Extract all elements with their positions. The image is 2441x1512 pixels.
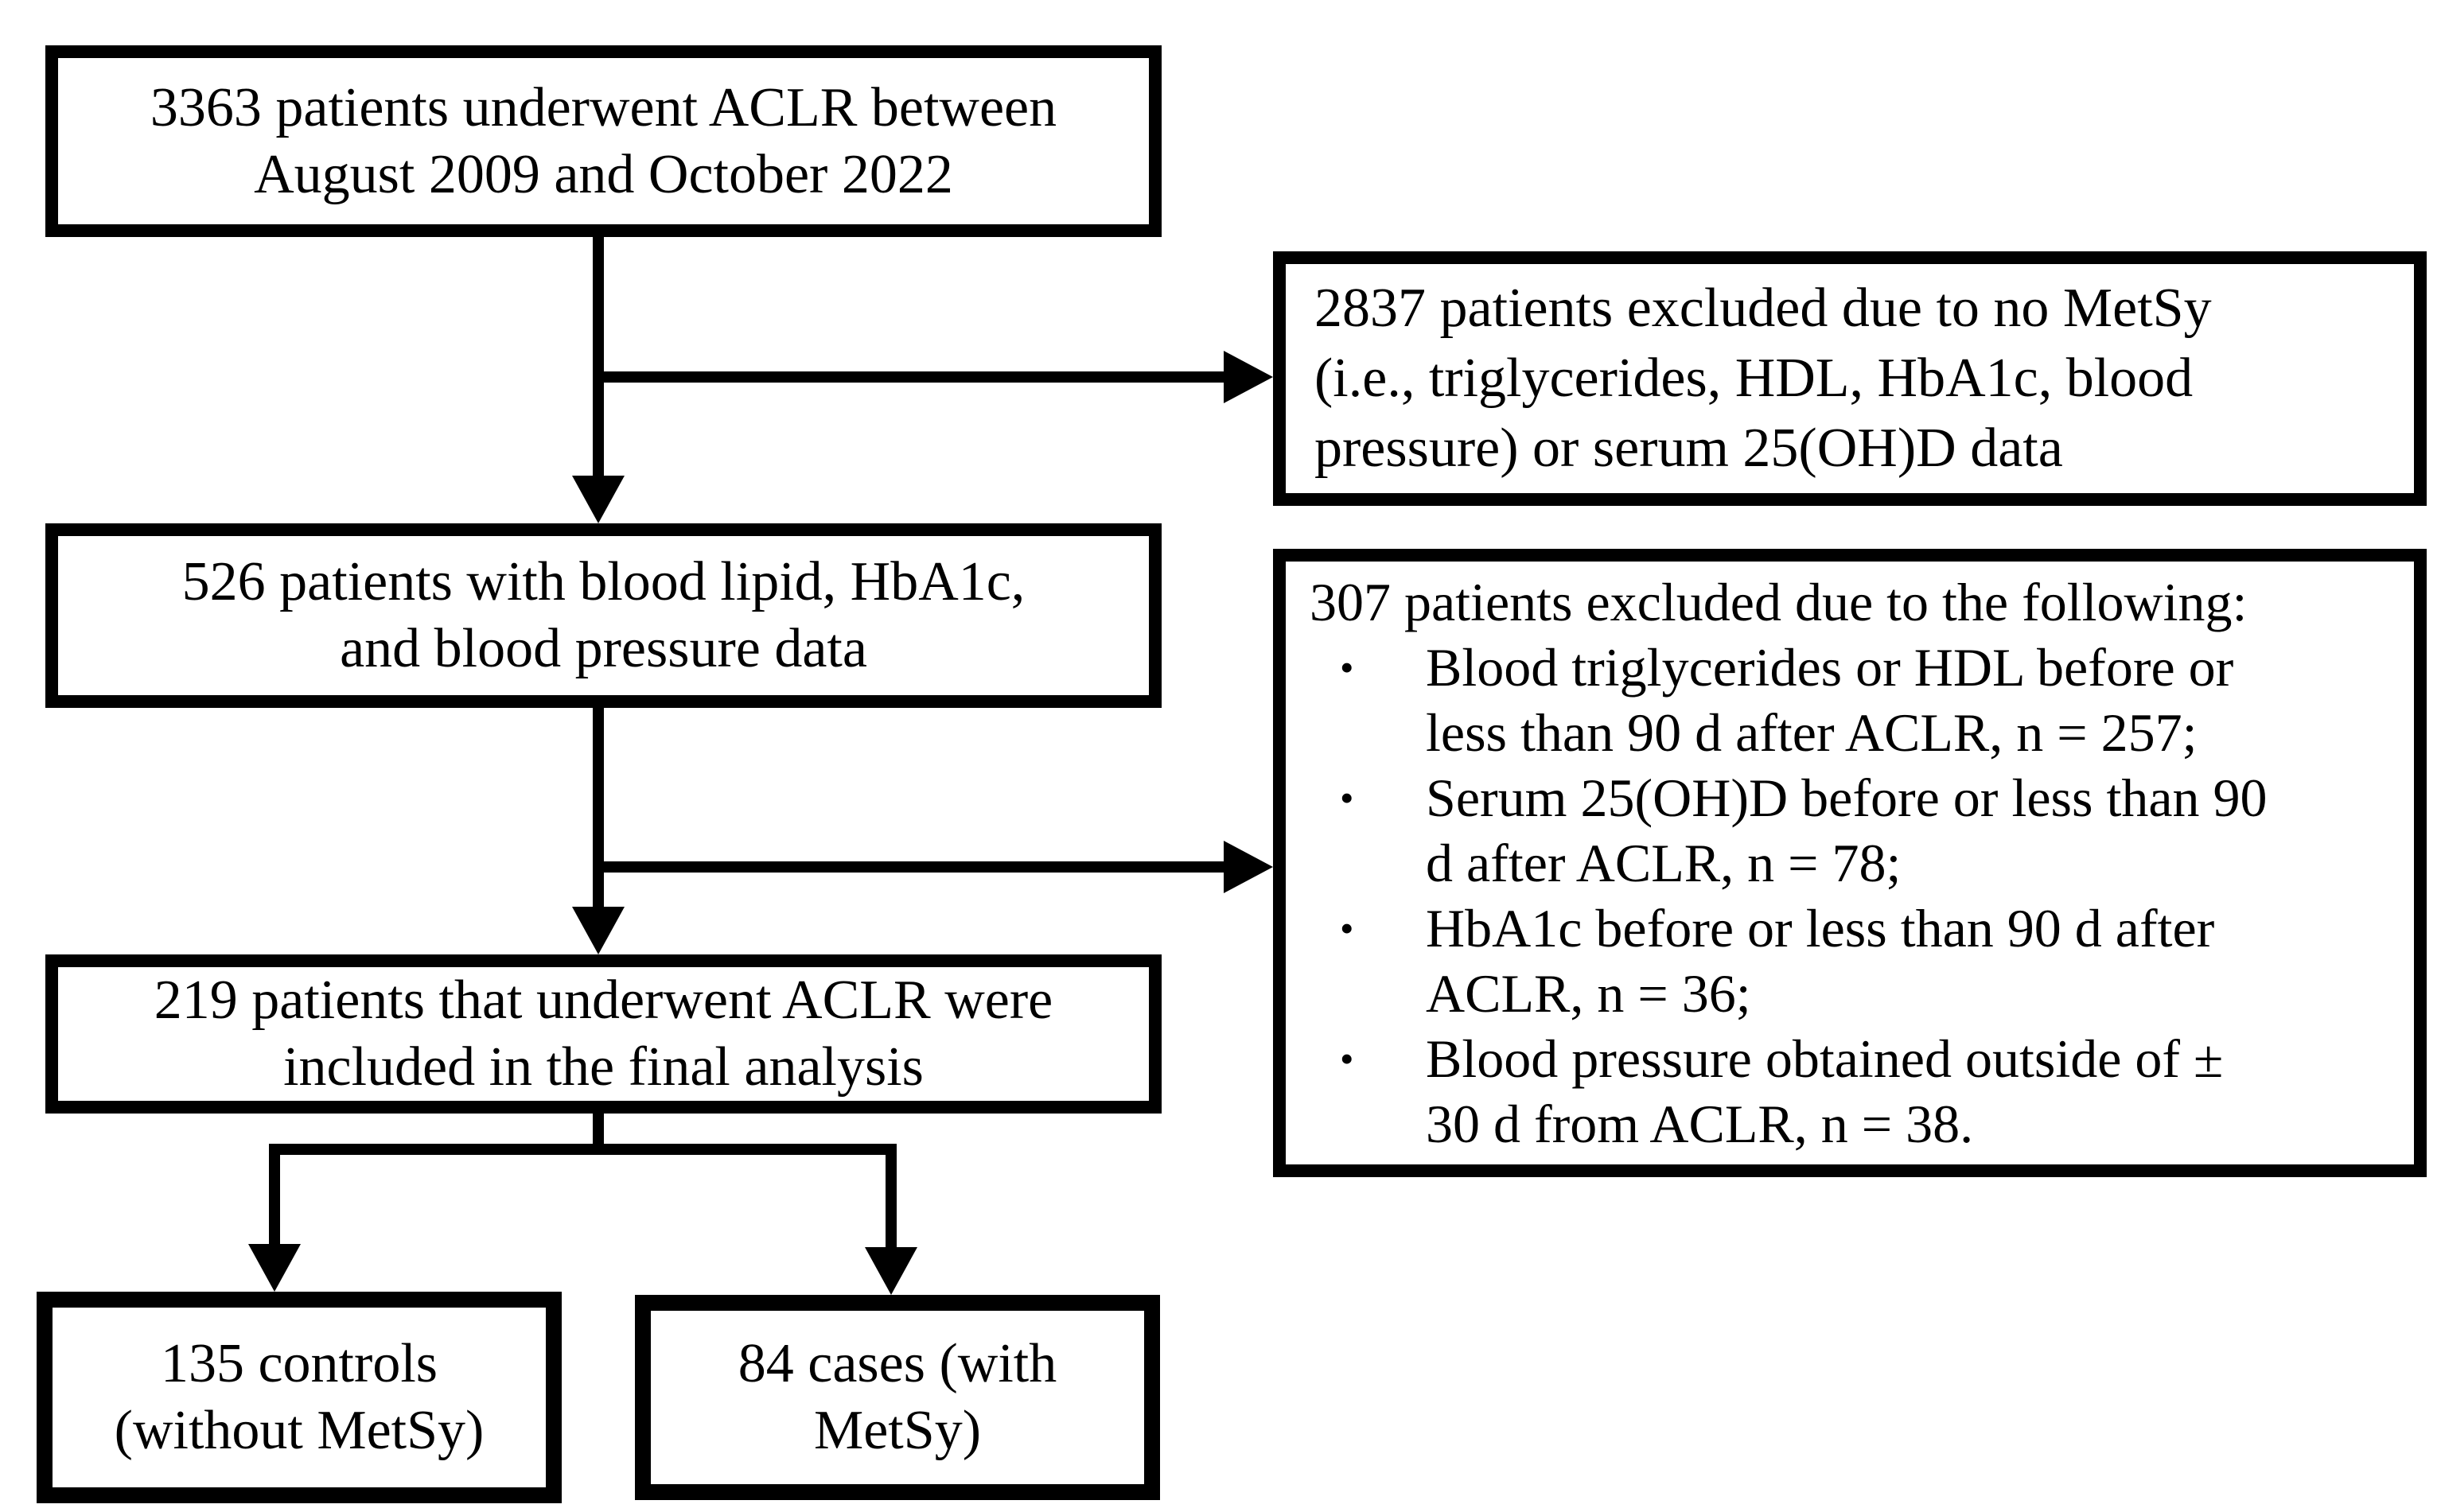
bullet-item: • HbA1c before or less than 90 d after A… bbox=[1310, 896, 2214, 1026]
bullet-text-line: d after ACLR, n = 78; bbox=[1426, 833, 1902, 893]
box-text-line: (i.e., triglycerides, HDL, HbA1c, blood bbox=[1314, 348, 2194, 409]
bullet-text-line: ACLR, n = 36; bbox=[1426, 963, 1751, 1024]
arrowhead-down-icon bbox=[572, 476, 625, 523]
bullet-marker: • bbox=[1340, 775, 1354, 820]
connector-split-bar bbox=[269, 1144, 897, 1155]
box-text-line: MetSy) bbox=[814, 1400, 981, 1461]
bullet-marker: • bbox=[1340, 1036, 1354, 1081]
bullet-item: • Blood pressure obtained outside of ± 3… bbox=[1310, 1026, 2223, 1156]
bullet-text-line: Serum 25(OH)D before or less than 90 bbox=[1426, 768, 2268, 828]
bullet-item: • Serum 25(OH)D before or less than 90 d… bbox=[1310, 765, 2268, 896]
bullet-text-line: Blood pressure obtained outside of ± bbox=[1426, 1028, 2224, 1089]
arrowhead-down-icon bbox=[865, 1247, 917, 1295]
connector-branch-exclusion1 bbox=[593, 371, 1225, 383]
connector-withdata-to-final bbox=[593, 708, 604, 908]
connector-to-controls bbox=[269, 1144, 280, 1247]
box-text-line: and blood pressure data bbox=[340, 618, 867, 679]
box-final-analysis: 219 patients that underwent ACLR were in… bbox=[45, 954, 1162, 1114]
box-text-line: included in the final analysis bbox=[283, 1036, 924, 1098]
box-excluded-criteria: 307 patients excluded due to the followi… bbox=[1273, 549, 2427, 1177]
box-excluded-no-metsy: 2837 patients excluded due to no MetSy (… bbox=[1273, 251, 2427, 506]
connector-enrolled-to-withdata bbox=[593, 235, 604, 477]
bullet-text-line: Blood triglycerides or HDL before or bbox=[1426, 637, 2234, 698]
box-patients-with-data: 526 patients with blood lipid, HbA1c, an… bbox=[45, 523, 1162, 708]
bullet-marker: • bbox=[1340, 906, 1354, 950]
box-controls: 135 controls (without MetSy) bbox=[37, 1292, 562, 1503]
connector-branch-exclusion2 bbox=[593, 861, 1225, 873]
box-text-line: 526 patients with blood lipid, HbA1c, bbox=[181, 551, 1026, 612]
box-text-line: 219 patients that underwent ACLR were bbox=[154, 970, 1053, 1031]
bullet-item: • Blood triglycerides or HDL before or l… bbox=[1310, 635, 2233, 765]
box-text-line: 2837 patients excluded due to no MetSy bbox=[1314, 278, 2212, 339]
arrowhead-right-icon bbox=[1224, 351, 1273, 403]
box-text-line: pressure) or serum 25(OH)D data bbox=[1314, 418, 2063, 479]
box-patients-enrolled: 3363 patients underwent ACLR between Aug… bbox=[45, 45, 1162, 237]
box-text-line: 3363 patients underwent ACLR between bbox=[150, 76, 1057, 138]
connector-to-cases bbox=[886, 1144, 897, 1249]
box-text-line: August 2009 and October 2022 bbox=[254, 143, 953, 205]
box-title: 307 patients excluded due to the followi… bbox=[1310, 572, 2248, 632]
bullet-text-line: HbA1c before or less than 90 d after bbox=[1426, 898, 2215, 958]
bullet-text-line: 30 d from ACLR, n = 38. bbox=[1426, 1094, 1974, 1154]
arrowhead-right-icon bbox=[1224, 841, 1273, 893]
box-text-line: (without MetSy) bbox=[114, 1400, 485, 1461]
box-text-line: 84 cases (with bbox=[738, 1333, 1057, 1394]
box-text-line: 135 controls bbox=[160, 1333, 438, 1394]
bullet-text-line: less than 90 d after ACLR, n = 257; bbox=[1426, 702, 2198, 763]
box-cases: 84 cases (with MetSy) bbox=[635, 1295, 1160, 1500]
arrowhead-down-icon bbox=[572, 907, 625, 954]
arrowhead-down-icon bbox=[248, 1244, 301, 1292]
bullet-marker: • bbox=[1340, 645, 1354, 690]
